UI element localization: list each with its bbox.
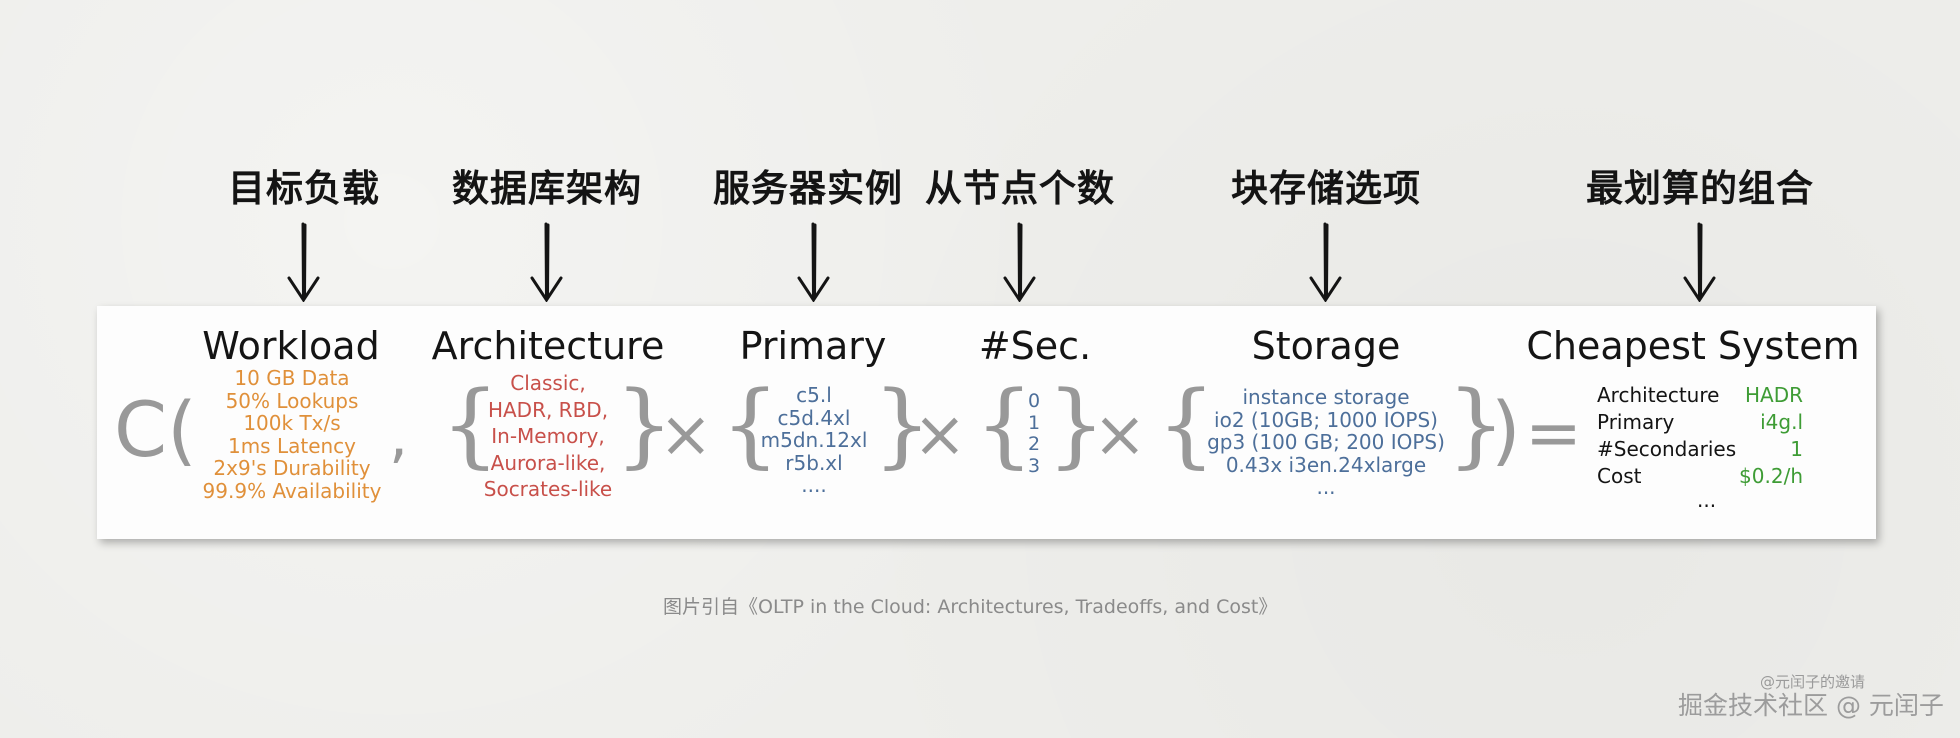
header-architecture: Architecture	[431, 324, 665, 368]
down-arrow-icon	[1683, 222, 1716, 302]
list-item: ....	[801, 473, 827, 497]
list-item: 10 GB Data	[234, 366, 350, 390]
list-item: 0	[1027, 390, 1041, 412]
watermark-small: @元闰子的邀请	[1760, 673, 1866, 691]
header-primary: Primary	[739, 324, 887, 368]
down-arrow-icon	[1003, 222, 1036, 302]
list-item: 2x9's Durability	[213, 456, 371, 481]
list-item: 100k Tx/s	[243, 411, 341, 436]
result-row: Primary i4g.l	[1597, 409, 1803, 436]
times-sign: ×	[913, 398, 967, 472]
brace-open-architecture: {	[441, 371, 500, 478]
list-item: io2 (10GB; 1000 IOPS)	[1214, 407, 1438, 432]
list-item: r5b.xl	[785, 450, 843, 475]
formula-close: )	[1491, 385, 1521, 474]
down-arrow-icon	[530, 222, 563, 302]
list-item: 50% Lookups	[225, 388, 359, 413]
list-item: c5d.4xl	[777, 405, 851, 430]
list-item: m5dn.12xl	[760, 428, 868, 452]
brace-close-primary: }	[873, 371, 932, 478]
list-item: Socrates-like	[483, 477, 613, 501]
brace-open-secondaries: {	[975, 371, 1034, 478]
result-row: #Secondaries 1	[1597, 436, 1803, 463]
down-arrow-icon	[1309, 222, 1342, 302]
storage-list: instance storage io2 (10GB; 1000 IOPS) g…	[1207, 386, 1445, 499]
list-item: 1ms Latency	[227, 433, 357, 458]
header-cheapest: Cheapest System	[1526, 324, 1860, 368]
formula-panel: C( , { } × { } × { } × { } ) = Workload …	[97, 306, 1876, 539]
brace-open-storage: {	[1157, 371, 1216, 478]
times-sign: ×	[659, 398, 713, 472]
down-arrow-icon	[287, 222, 320, 302]
result-value: HADR	[1744, 383, 1803, 407]
formula-glyphs: C( , { } × { } × { } × { } ) =	[114, 371, 1582, 478]
result-row: Cost $0.2/h	[1597, 463, 1803, 490]
list-item: instance storage	[1242, 385, 1410, 409]
watermark: 掘金技术社区 @ 元闰子	[1678, 691, 1944, 720]
result-row: Architecture HADR	[1597, 382, 1803, 409]
primary-list: c5.l c5d.4xl m5dn.12xl r5b.xl ....	[761, 384, 868, 497]
list-item: gp3 (100 GB; 200 IOPS)	[1207, 430, 1445, 454]
label-cheapest-cn: 最划算的组合	[1586, 167, 1814, 210]
architecture-list: Classic, HADR, RBD, In-Memory, Aurora-li…	[484, 370, 612, 503]
result-key: Architecture	[1597, 383, 1720, 407]
header-secondaries: #Sec.	[978, 324, 1092, 368]
secondaries-list: 0 1 2 3	[1027, 390, 1041, 477]
list-item: In-Memory,	[491, 424, 605, 448]
down-arrow-icon	[797, 222, 830, 302]
list-item: 2	[1027, 433, 1041, 455]
result-key: Primary	[1597, 410, 1675, 434]
list-item: 0.43x i3en.24xlarge	[1225, 452, 1427, 477]
result-value: 1	[1790, 437, 1803, 461]
times-sign: ×	[1093, 398, 1147, 472]
label-secondaries-cn: 从节点个数	[925, 167, 1115, 210]
list-item: ...	[1316, 475, 1336, 499]
list-item: HADR, RBD,	[487, 397, 609, 422]
label-workload-cn: 目标负载	[228, 167, 380, 210]
equals-sign: =	[1525, 394, 1582, 473]
list-item: 1	[1027, 411, 1041, 434]
workload-list: 10 GB Data 50% Lookups 100k Tx/s 1ms Lat…	[203, 367, 382, 503]
list-item: Classic,	[510, 371, 586, 395]
result-more: ...	[1697, 488, 1717, 512]
header-storage: Storage	[1251, 324, 1401, 368]
label-architecture-cn: 数据库架构	[452, 167, 642, 210]
brace-close-storage: }	[1447, 371, 1506, 478]
result-key: #Secondaries	[1597, 437, 1737, 461]
cheapest-system-table: Architecture HADR Primary i4g.l #Seconda…	[1597, 382, 1803, 510]
formula-comma: ,	[389, 401, 408, 471]
result-value: i4g.l	[1760, 410, 1803, 434]
label-instance-cn: 服务器实例	[713, 167, 903, 210]
brace-open-primary: {	[721, 371, 780, 478]
list-item: 3	[1027, 454, 1041, 477]
result-value: $0.2/h	[1739, 464, 1803, 488]
formula-open: C(	[114, 385, 197, 474]
result-key: Cost	[1597, 464, 1642, 488]
label-storage-cn: 块存储选项	[1231, 167, 1421, 210]
list-item: c5.l	[796, 383, 832, 407]
figure-caption: 图片引自《OLTP in the Cloud: Architectures, T…	[663, 596, 1278, 618]
list-item: 99.9% Availability	[202, 478, 382, 503]
list-item: Aurora-like,	[490, 450, 606, 475]
brace-close-secondaries: }	[1047, 371, 1106, 478]
header-workload: Workload	[202, 324, 380, 368]
brace-close-architecture: }	[615, 371, 674, 478]
